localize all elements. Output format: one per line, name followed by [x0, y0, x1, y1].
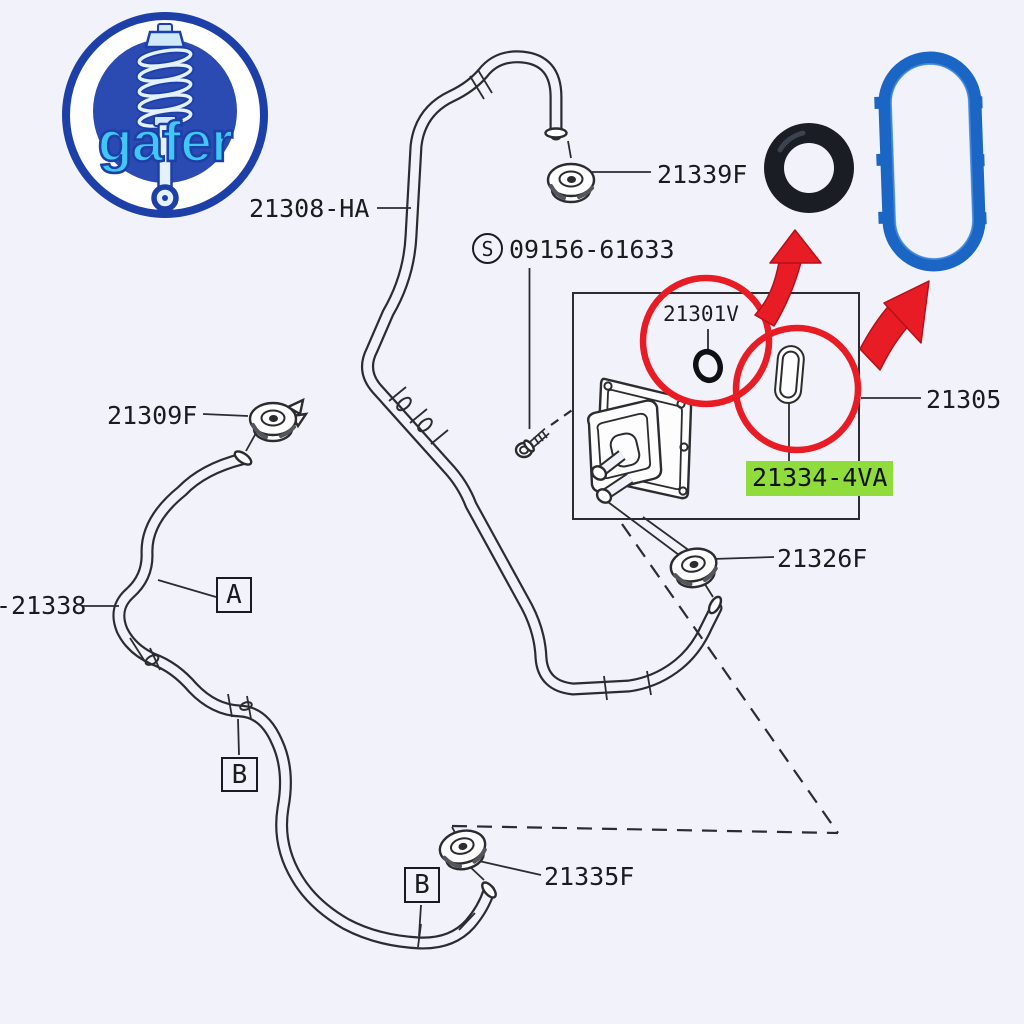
label-09156-61633: 09156-61633 [509, 235, 675, 264]
label-21305: 21305 [926, 385, 1002, 414]
highlight-circle-gasket [732, 324, 862, 454]
leader-lines [82, 140, 921, 937]
oil-cooler-drawing [586, 377, 693, 504]
logo-wordmark: gafer [96, 109, 234, 176]
oval-gasket-glyph [774, 345, 805, 404]
shock-absorber-icon [135, 23, 195, 212]
screw-drawing [514, 428, 550, 459]
blue-gasket [874, 51, 987, 272]
projection-dashed-lines [451, 407, 839, 835]
label-21309F: 21309F [107, 401, 198, 430]
red-arrow-oring [754, 229, 822, 327]
grommet-21309F [248, 401, 298, 443]
label-21338: -21338 [0, 591, 87, 620]
hose-21308 [361, 50, 723, 701]
grommet-21339F [546, 162, 596, 204]
label-21308-HA: 21308-HA [249, 194, 370, 223]
callout-box-b2: B [404, 867, 440, 903]
label-21326F: 21326F [777, 544, 868, 573]
o-ring-glyph [692, 348, 724, 384]
detail-frame [572, 292, 860, 520]
highlight-circle-oring [639, 274, 773, 408]
red-arrow-gasket [859, 280, 930, 371]
label-21335F: 21335F [544, 862, 635, 891]
callout-box-b1: B [221, 757, 258, 792]
callout-box-a: A [216, 577, 252, 613]
label-21334-4VA: 21334-4VA [746, 461, 894, 496]
screw-symbol: S [472, 233, 503, 264]
hose-21338 [112, 450, 497, 950]
label-21339F: 21339F [657, 160, 748, 189]
label-21301V: 21301V [663, 302, 739, 326]
grommet-21335F [434, 823, 493, 876]
black-o-ring [764, 123, 854, 213]
gafer-logo: gafer [62, 12, 268, 218]
